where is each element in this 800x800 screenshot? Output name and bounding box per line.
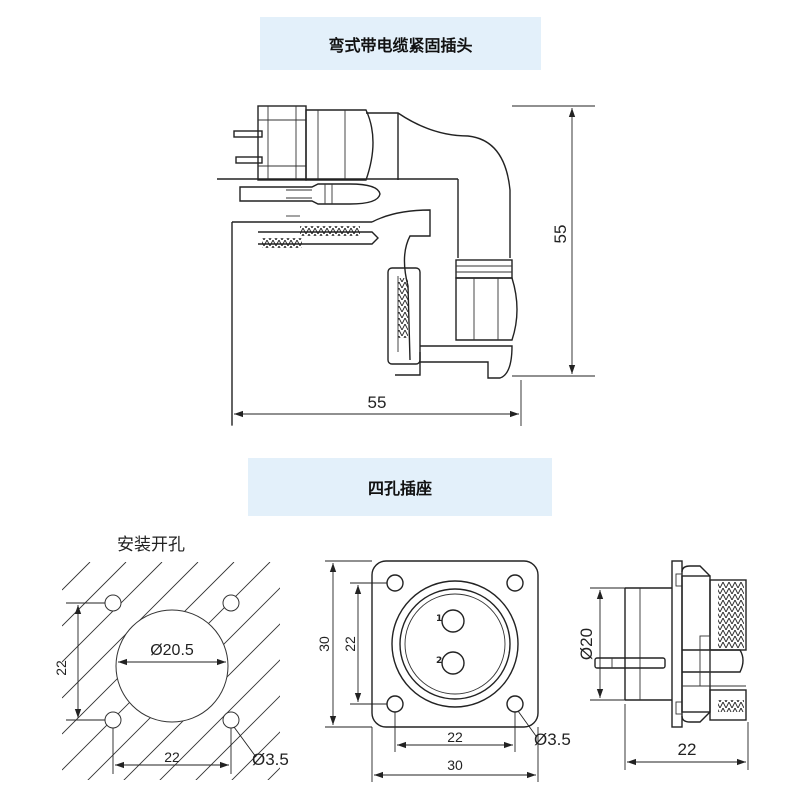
- elbow-plug-title: 弯式带电缆紧固插头: [260, 17, 541, 70]
- socket-inner-vertical-dimension: 22: [342, 636, 358, 652]
- cutout-vertical-dimension: 22: [53, 660, 69, 676]
- socket-inner-horizontal-dimension: 22: [447, 729, 463, 745]
- socket-side-length: 22: [678, 740, 697, 759]
- elbow-plug-drawing: 55 55: [217, 105, 595, 426]
- pin-1-label: 1: [436, 614, 442, 624]
- mounting-cutout-label: 安装开孔: [117, 535, 185, 555]
- cutout-horizontal-dimension: 22: [164, 749, 180, 765]
- socket-title: 四孔插座: [248, 458, 552, 516]
- cutout-screw-hole-diameter: Ø3.5: [252, 750, 289, 769]
- socket-front-drawing: 1 2 30 22 22 30 Ø3.5: [316, 560, 571, 782]
- socket-screw-hole-diameter: Ø3.5: [534, 730, 571, 749]
- pin-2-label: 2: [436, 656, 442, 666]
- mounting-cutout-drawing: 安装开孔 Ø20.5 22 22 Ø3.5: [53, 535, 289, 780]
- elbow-height-dimension: 55: [551, 225, 570, 244]
- elbow-width-dimension: 55: [368, 393, 387, 412]
- socket-outer-horizontal-dimension: 30: [447, 757, 463, 773]
- socket-outer-vertical-dimension: 30: [316, 636, 332, 652]
- cutout-center-diameter: Ø20.5: [150, 642, 194, 659]
- socket-side-drawing: Ø20 22: [577, 560, 749, 770]
- socket-side-diameter: Ø20: [577, 628, 596, 660]
